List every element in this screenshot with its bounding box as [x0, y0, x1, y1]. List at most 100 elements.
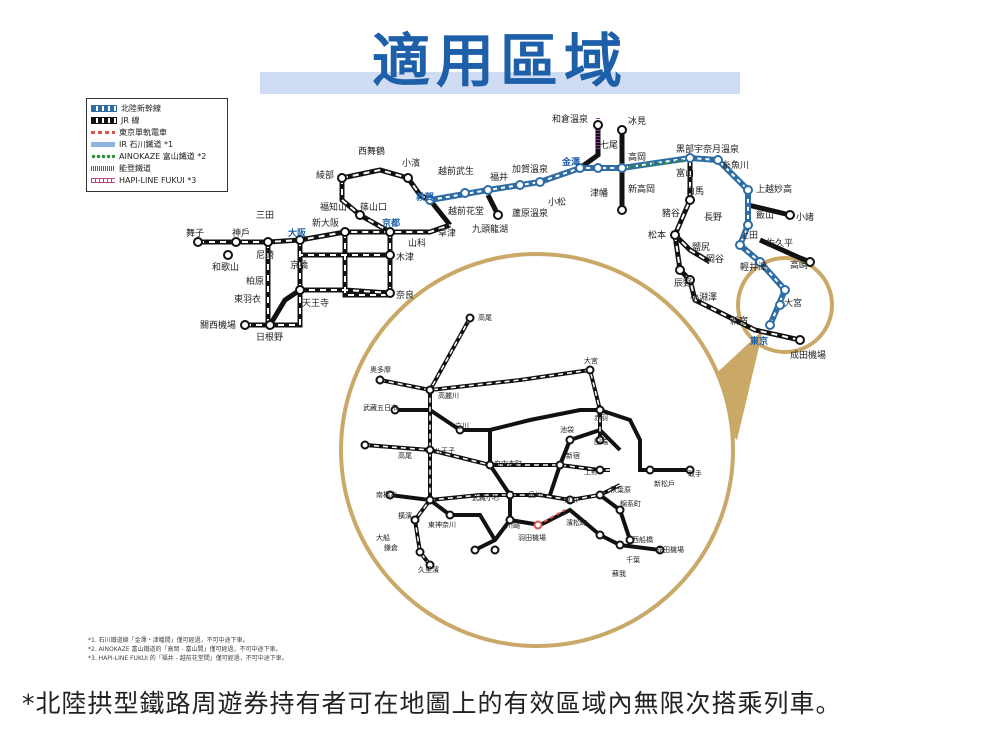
label-shiojiri: 鹽尻	[692, 241, 710, 253]
footer-note: *北陸拱型鐵路周遊券持有者可在地圖上的有效區域內無限次搭乘列車。	[22, 689, 842, 718]
label-sannomiya: 三田	[256, 210, 274, 221]
footnote-1: *1. 石川鐵道線「金澤・津幡間」僅可經過，不可中途下車。	[88, 637, 249, 644]
inset-label-musashi-itsukaichi: 武藏五日市	[363, 403, 398, 412]
inset-label-takahagi: 高麗川	[438, 391, 459, 400]
label-takasaki: 高崎	[790, 259, 808, 271]
inset-label-chiba: 千葉	[626, 555, 640, 564]
inset-label-kurihama: 久里濱	[418, 565, 439, 574]
label-kobuchizawa: 小淵澤	[690, 292, 717, 303]
label-kuzuryuko: 九頭龍湖	[472, 223, 508, 235]
inset-label-takao: 高尾	[398, 451, 412, 460]
inset-label-soga: 蘇我	[612, 569, 626, 578]
label-toyama: 富山	[676, 167, 694, 179]
inset-label-hamamatsucho: 濱松町	[566, 518, 587, 527]
label-fukui: 福井	[490, 171, 508, 183]
label-ueda: 上田	[740, 230, 758, 241]
label-omiya: 大宮	[784, 297, 802, 309]
label-nishi-maizuru: 西舞鶴	[358, 145, 385, 157]
inset-label-tokyo: 東京	[564, 495, 578, 504]
label-tsubata: 津幡	[590, 187, 608, 199]
label-fukuchiyama: 福知山	[320, 201, 347, 213]
label-nanao: 七尾	[600, 140, 618, 151]
label-tennoji: 天王寺	[302, 298, 329, 309]
label-maiko: 舞子	[186, 228, 204, 239]
inset-label-ofuna: 大船	[376, 533, 390, 542]
label-kaga: 加賀溫泉	[512, 163, 548, 175]
label-hakuba: 白馬	[686, 185, 704, 197]
label-amagasaki: 尼崎	[256, 249, 274, 261]
inset-label-akihabara: 秋葉原	[610, 485, 631, 494]
label-narita-airport: 成田機場	[790, 349, 826, 361]
inset-label-tabata: 田端	[594, 437, 608, 446]
label-kizu: 木津	[396, 251, 414, 263]
inset-label-hanedakuko: 羽田機場	[518, 533, 546, 542]
station-markers	[193, 120, 815, 345]
inset-label-akabane: 赤羽	[594, 414, 608, 422]
label-osaka: 大阪	[288, 227, 307, 239]
inset-monorail-line	[537, 509, 566, 526]
label-inotani: 豬谷	[662, 207, 680, 219]
inset-label-kawasaki: 川崎	[506, 521, 520, 530]
inset-label-ueno: 上野	[584, 467, 598, 476]
inset-label-shinjuku: 新宿	[566, 451, 580, 460]
label-kyobashi: 京橋	[290, 259, 308, 271]
label-kashiwara: 柏原	[246, 275, 264, 287]
label-shin-takaoka: 新高岡	[628, 183, 655, 195]
inset-label-omiya: 大宮	[584, 356, 598, 365]
inset-label-shin-matsudo: 新松戶	[654, 479, 675, 488]
footnote-2: *2. AINOKAZE 富山鐵道的「高岡 - 富山間」僅可經過，不可中途下車。	[88, 646, 282, 653]
label-wakayama: 和歌山	[212, 261, 239, 273]
legend-item-ainokaze: AINOKAZE 富山鐵道 *2	[91, 151, 206, 162]
tokyo-area-highlight-circle	[736, 256, 834, 354]
title-underline-band	[260, 72, 740, 94]
inset-label-minami-hashimoto: 南橋本	[376, 490, 397, 499]
inset-label-toride: 取手	[688, 469, 702, 478]
label-obama: 小濱	[402, 157, 420, 169]
label-kurobe: 黑部宇奈月溫泉	[676, 143, 739, 155]
legend-item-shinkansen: 北陸新幹線	[91, 103, 161, 114]
legend-item-jr: JR 線	[91, 115, 139, 126]
inset-label-ikebukuro: 池袋	[560, 425, 574, 434]
inset-station-markers	[360, 313, 695, 570]
label-ayabe: 綾部	[316, 169, 334, 181]
label-wakura: 和倉溫泉	[552, 113, 588, 125]
label-kobe: 神戶	[232, 227, 250, 239]
inset-label-ome: 奧多摩	[370, 365, 391, 374]
inset-label-higashi-kanagawa: 東神奈川	[428, 520, 456, 529]
label-sasayamaguchi: 篠山口	[360, 201, 387, 213]
label-kyoto: 京都	[382, 217, 400, 229]
label-echizen-takefu: 越前武生	[438, 165, 474, 177]
shinkansen-station-markers	[425, 153, 790, 330]
label-tsuruga: 敦賀	[416, 191, 434, 203]
inset-label-takao-top: 高尾	[478, 313, 492, 322]
label-itoigawa: 糸魚川	[722, 159, 749, 171]
label-kanazawa: 金澤	[561, 156, 580, 168]
legend-item-noto: 能登鐵道	[91, 163, 151, 174]
inset-label-hachioji: 八王子	[434, 447, 455, 455]
label-otsu: 東羽衣	[234, 293, 261, 305]
inset-label-nishi-funabashi: 西船橋	[632, 535, 653, 544]
inset-label-kinshicho: 錦系町	[620, 499, 641, 508]
label-yamashina: 山科	[408, 237, 426, 249]
label-nagano: 長野	[704, 212, 722, 223]
label-kusatsu: 草津	[438, 227, 456, 239]
label-himi: 冰見	[628, 115, 646, 127]
label-tatsuno: 辰野	[674, 278, 692, 289]
legend-item-ir: IR 石川鐵道 *1	[91, 139, 173, 150]
inset-label-narita-airport: 成田機場	[656, 545, 684, 554]
label-sakudaira: 佐久平	[766, 237, 793, 249]
label-okaya: 岡谷	[706, 254, 724, 265]
inset-haneda-marker	[533, 520, 543, 530]
label-iiyama: 飯山	[756, 209, 774, 221]
footnotes: *1. 石川鐵道線「金澤・津幡間」僅可經過，不可中途下車。 *2. AINOKA…	[88, 636, 288, 663]
inset-label-shinagawa: 品川	[528, 491, 542, 499]
legend-item-hapi: HAPI-LINE FUKUI *3	[91, 175, 196, 186]
label-hineno: 日根野	[256, 331, 283, 343]
inset-map-circle	[339, 252, 735, 648]
label-nara: 奈良	[396, 289, 414, 301]
label-joetsu-myoko: 上越妙高	[756, 183, 792, 195]
label-tokyo: 東京	[750, 335, 768, 347]
map-legend: 北陸新幹線 JR 線 東京單軌電車 IR 石川鐵道 *1 AINOKAZE 富山…	[86, 98, 228, 192]
label-echizen-hanando: 越前花堂	[448, 205, 484, 217]
